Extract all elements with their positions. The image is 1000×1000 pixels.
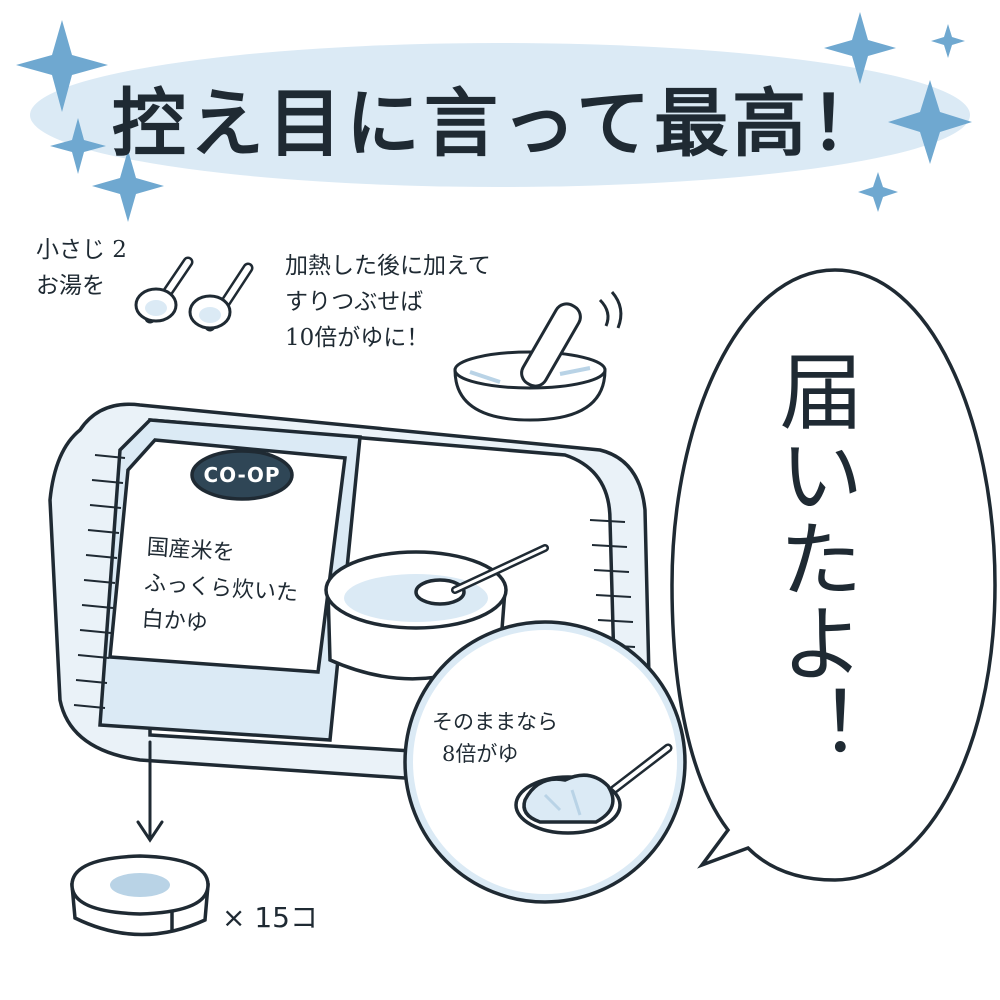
- mortar-icon: [453, 291, 623, 422]
- plain-note: そのままなら 8倍がゆ: [432, 706, 558, 770]
- sparkle-icon: [16, 12, 972, 222]
- page-title: 控え目に言って最高！: [111, 80, 889, 167]
- cup-count: × 15コ: [222, 901, 318, 934]
- brand-logo: CO-OP: [203, 463, 281, 487]
- mash-note-line: すりつぶせば: [285, 289, 424, 315]
- mash-note: 加熱した後に加えて すりつぶせば 10倍がゆに！: [285, 248, 491, 356]
- cup-icon: [70, 854, 210, 937]
- spoon-note-line: お湯を: [36, 273, 105, 299]
- plain-note-line: そのままなら: [432, 710, 558, 734]
- speech-bubble-text: 届いたよ！: [766, 348, 864, 768]
- speech-bubble: [670, 268, 997, 882]
- mash-note-line: 10倍がゆに！: [285, 325, 430, 351]
- mash-note-line: 加熱した後に加えて: [285, 253, 491, 279]
- spoon-note-line: 小さじ 2: [36, 237, 127, 263]
- spoon-note: 小さじ 2 お湯を: [36, 232, 127, 304]
- arrow-icon: [136, 740, 164, 843]
- zoom-circle: [403, 620, 687, 904]
- plain-note-line: 8倍がゆ: [442, 742, 519, 766]
- package-label: 国産米を ふっくら炊いた 白かゆ: [140, 530, 301, 648]
- title-highlight: [30, 43, 970, 187]
- spoon-icon: [134, 256, 254, 332]
